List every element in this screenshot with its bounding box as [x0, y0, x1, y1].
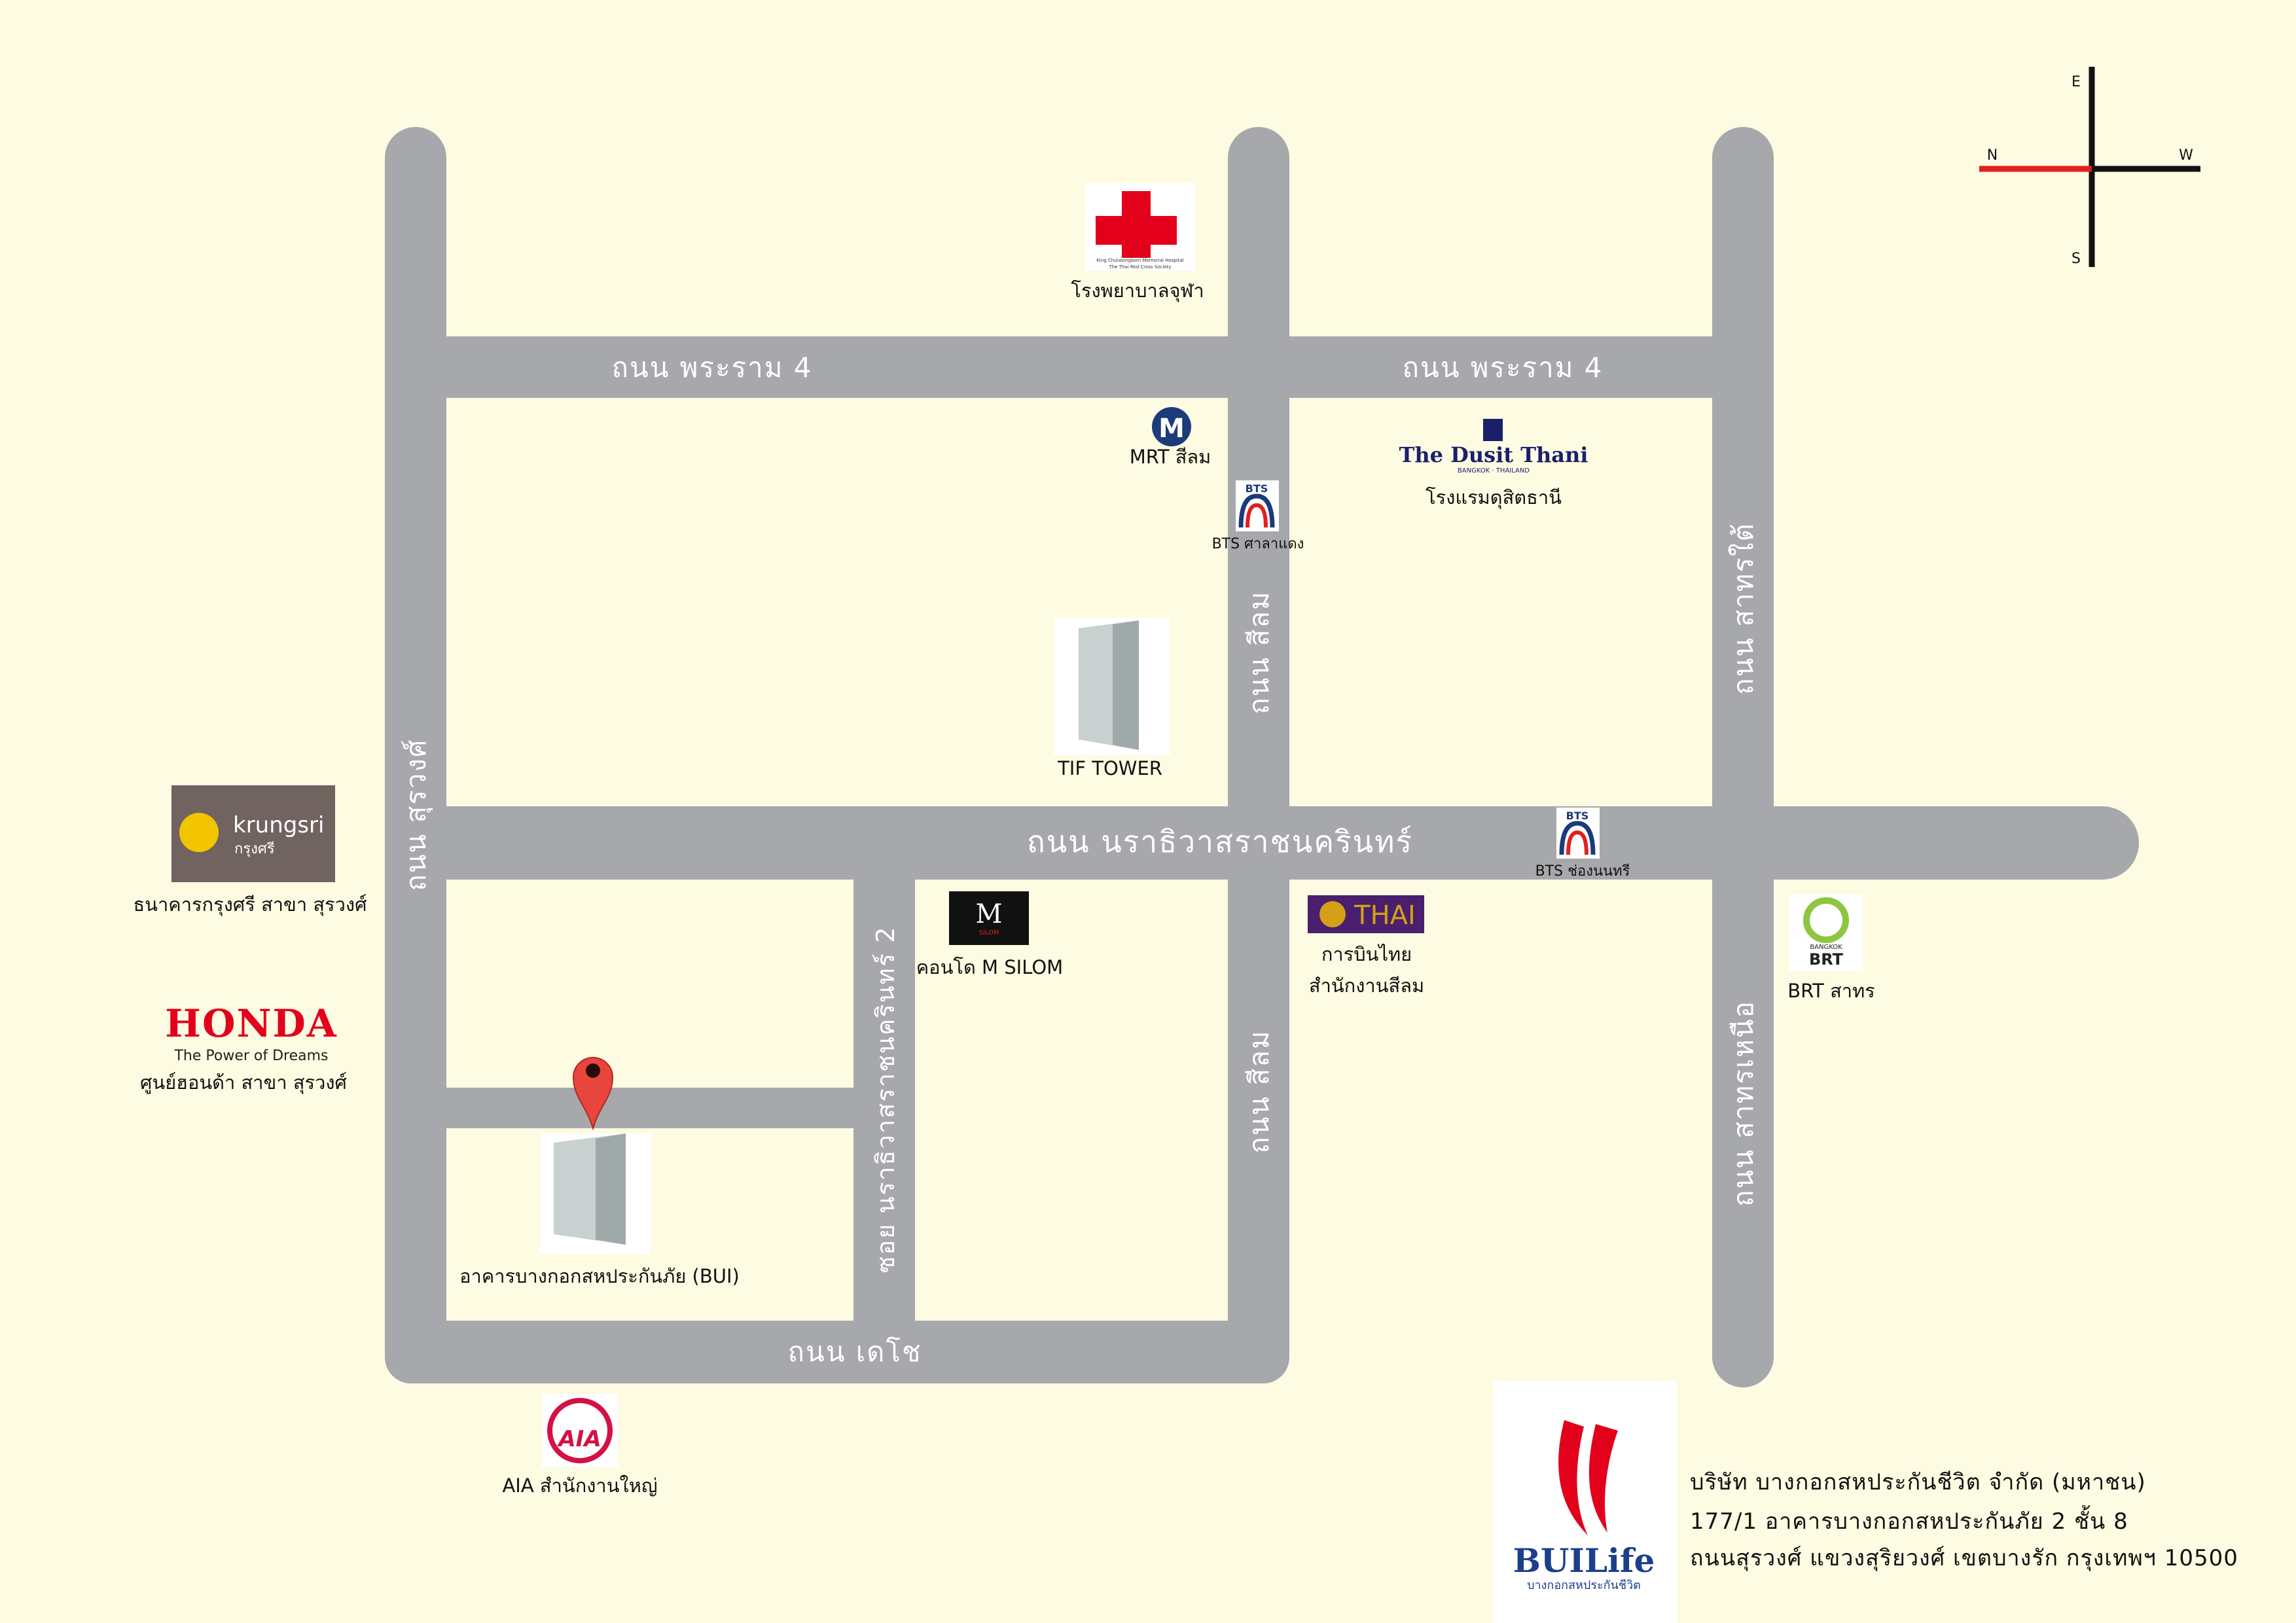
- company-name: บริษัท บางกอกสหประกันชีวิต จำกัด (มหาชน): [1690, 1469, 2146, 1495]
- road-label-soi-narathiwat2: ซอย นราธิวาสราชนครินทร์ 2: [871, 926, 900, 1274]
- mrt-icon-letter: M: [1158, 414, 1185, 444]
- landmark-bts-saladaeng: BTS BTS ศาลาแดง: [1212, 480, 1304, 552]
- road-label-sathorn-tai: ถนน สาทรใต้: [1727, 522, 1759, 694]
- aia-label: AIA สำนักงานใหญ่: [502, 1474, 657, 1497]
- bts-chongnonsi-label: BTS ช่องนนทรี: [1535, 863, 1630, 880]
- company-address-line2: ถนนสุรวงศ์ แขวงสุริยวงศ์ เขตบางรัก กรุงเ…: [1690, 1545, 2238, 1571]
- thai-label-line2: สำนักงานสีลม: [1309, 974, 1424, 997]
- thai-label-line1: การบินไทย: [1321, 943, 1412, 965]
- landmark-dusit-thani: The Dusit Thani BANGKOK · THAILAND โรงแร…: [1399, 419, 1588, 509]
- bts-chongnonsi-icon-red: [1566, 830, 1588, 855]
- brt-logo-line2: BRT: [1809, 950, 1844, 969]
- road-rama4: [385, 336, 1774, 398]
- dusit-label: โรงแรมดุสิตธานี: [1426, 486, 1562, 509]
- bui-label: อาคารบางกอกสหประกันภัย (BUI): [459, 1265, 740, 1287]
- road-label-rama4-left: ถนน พระราม 4: [612, 351, 813, 383]
- landmark-honda: HONDA The Power of Dreams ศูนย์ฮอนด้า สา…: [140, 1001, 348, 1094]
- aia-logo-icon: [547, 1398, 613, 1463]
- msilom-logo-letter: M: [976, 899, 1003, 929]
- landmark-hospital: King Chulalongkorn Memorial Hospital The…: [1071, 183, 1204, 302]
- company-info: BUILife บางกอกสหประกันชีวิต บริษัท บางกอ…: [1494, 1381, 2238, 1623]
- road-sathorn: [1712, 127, 1774, 1387]
- bts-saladaeng-logo-text: BTS: [1246, 482, 1268, 495]
- landmark-krungsri: krungsri กรุงศรี ธนาคารกรุงศรี สาขา สุรว…: [133, 785, 367, 916]
- thai-orchid-icon: [1319, 901, 1346, 927]
- krungsri-logo-icon: [179, 813, 219, 852]
- compass-label-south: S: [2072, 251, 2081, 267]
- bts-saladaeng-icon: [1238, 493, 1275, 528]
- bts-chongnonsi-icon: [1559, 821, 1596, 855]
- hospital-logo-line1: King Chulalongkorn Memorial Hospital: [1096, 258, 1184, 263]
- road-network: [385, 127, 2139, 1387]
- aia-logo-text: AIA: [556, 1426, 601, 1452]
- dusit-logo-sub: BANGKOK · THAILAND: [1458, 467, 1530, 474]
- compass: E N W S: [1979, 67, 2200, 267]
- road-label-silom-lower: ถนน สีลม: [1243, 1029, 1275, 1153]
- compass-label-north: N: [1987, 147, 1998, 164]
- landmark-aia: AIA AIA สำนักงานใหญ่: [502, 1394, 658, 1497]
- brt-logo-box: [1789, 894, 1863, 971]
- builife-logo-name: BUILife: [1513, 1541, 1655, 1580]
- dusit-logo-name: The Dusit Thani: [1399, 442, 1588, 467]
- mrt-label: MRT สีลม: [1130, 446, 1211, 468]
- compass-label-east: E: [2072, 74, 2081, 90]
- builife-logo-sub: บางกอกสหประกันชีวิต: [1527, 1578, 1641, 1592]
- road-label-rama4-right: ถนน พระราม 4: [1403, 351, 1604, 383]
- landmark-tif-tower: TIF TOWER: [1054, 618, 1170, 779]
- dusit-icon: [1483, 419, 1503, 441]
- location-pin-dot: [586, 1063, 600, 1078]
- msilom-label: คอนโด M SILOM: [916, 956, 1063, 978]
- builife-logo-icon: [1558, 1420, 1618, 1535]
- honda-logo: HONDA: [165, 1001, 338, 1046]
- road-silom: [1228, 127, 1289, 1383]
- brt-logo-line1: BANGKOK: [1810, 944, 1842, 951]
- brt-label: BRT สาทร: [1787, 980, 1875, 1002]
- road-label-silom-upper: ถนน สีลม: [1243, 590, 1275, 714]
- compass-label-west: W: [2179, 147, 2193, 164]
- builife-logo-box: [1494, 1381, 1677, 1623]
- landmark-m-silom: M SILOM คอนโด M SILOM: [916, 891, 1063, 978]
- honda-label: ศูนย์ฮอนด้า สาขา สุรวงศ์: [140, 1071, 348, 1094]
- bts-chongnonsi-logo-text: BTS: [1566, 810, 1589, 822]
- landmark-bui-building: อาคารบางกอกสหประกันภัย (BUI): [459, 1057, 740, 1287]
- landmark-bts-chongnonsi: BTS BTS ช่องนนทรี: [1535, 808, 1630, 880]
- road-decho: [385, 1321, 1289, 1383]
- road-label-suriwong: ถนน สุรวงศ์: [400, 738, 433, 891]
- krungsri-logo-th: กรุงศรี: [234, 841, 275, 857]
- landmark-brt-sathorn: BANGKOK BRT BRT สาทร: [1787, 894, 1875, 1002]
- landmark-thai-airways: THAI การบินไทย สำนักงานสีลม: [1308, 895, 1424, 997]
- bts-saladaeng-icon-red: [1246, 503, 1268, 528]
- msilom-logo-sub: SILOM: [978, 929, 999, 936]
- red-cross-icon: [1096, 191, 1177, 258]
- road-label-sathorn-nuea: ถนน สาทรเหนือ: [1727, 1000, 1759, 1207]
- aia-logo-box: [542, 1394, 618, 1467]
- brt-logo-icon: [1803, 897, 1849, 943]
- krungsri-label: ธนาคารกรุงศรี สาขา สุรวงศ์: [133, 893, 367, 916]
- road-narathiwat: [385, 806, 2139, 880]
- building-icon-shade: [1113, 620, 1139, 750]
- msilom-logo-box: [949, 891, 1029, 945]
- landmark-mrt-silom: M MRT สีลม: [1130, 407, 1211, 468]
- honda-tagline: The Power of Dreams: [173, 1048, 328, 1064]
- krungsri-logo-en: krungsri: [233, 812, 325, 838]
- hospital-label: โรงพยาบาลจุฬา: [1071, 279, 1204, 302]
- road-label-decho: ถนน เดโช: [788, 1336, 922, 1368]
- road-bui-soi: [419, 1088, 890, 1128]
- location-pin-icon: [572, 1057, 614, 1131]
- thai-logo: THAI: [1354, 901, 1416, 931]
- road-suriwong: [385, 127, 446, 1383]
- bts-saladaeng-label: BTS ศาลาแดง: [1212, 536, 1304, 552]
- bui-building-shade: [596, 1133, 626, 1245]
- company-address-line1: 177/1 อาคารบางกอกสหประกันภัย 2 ชั้น 8: [1690, 1505, 2128, 1535]
- road-label-narathiwat: ถนน นราธิวาสราชนครินทร์: [1027, 824, 1413, 859]
- tif-tower-label: TIF TOWER: [1057, 757, 1162, 779]
- hospital-logo-line2: The Thai Red Cross Society: [1108, 264, 1171, 270]
- mrt-icon: [1152, 407, 1191, 446]
